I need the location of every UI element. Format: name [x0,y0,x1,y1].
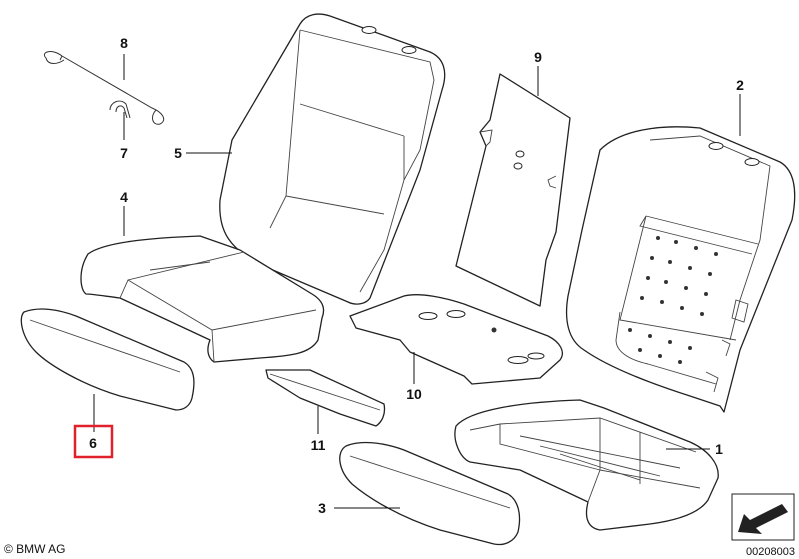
label-11: 11 [311,437,326,453]
copyright: © BMW AG [4,542,66,556]
part-9-backrest-panel[interactable] [455,73,571,307]
part-7-clip[interactable] [109,100,131,119]
orientation-box [731,493,795,541]
label-4: 4 [120,189,128,205]
label-1: 1 [715,441,723,457]
part-3-seat-bolster[interactable] [339,441,521,546]
label-8: 8 [120,35,128,51]
highlight-box [73,424,114,459]
label-6: 6 [89,435,97,451]
part-2-backrest[interactable] [565,126,796,413]
leader-lines [93,54,741,509]
label-5: 5 [174,145,182,161]
label-10: 10 [406,386,422,402]
label-7: 7 [120,145,128,161]
part-11-pad[interactable] [265,369,386,427]
diagram-code: 00208003 [746,546,795,558]
part-10-seat-panel[interactable] [349,294,563,385]
backrest-perforation [628,236,718,364]
part-1-seat[interactable] [454,399,719,531]
part-4-seat-cover[interactable] [80,235,325,363]
label-3: 3 [318,500,326,516]
label-9: 9 [534,49,542,65]
label-2: 2 [736,77,744,93]
part-5-backrest-cover[interactable] [219,13,446,305]
part-8-wire[interactable] [44,51,165,125]
part-6-side-bolster[interactable] [20,308,195,411]
arrow-icon [738,504,788,534]
